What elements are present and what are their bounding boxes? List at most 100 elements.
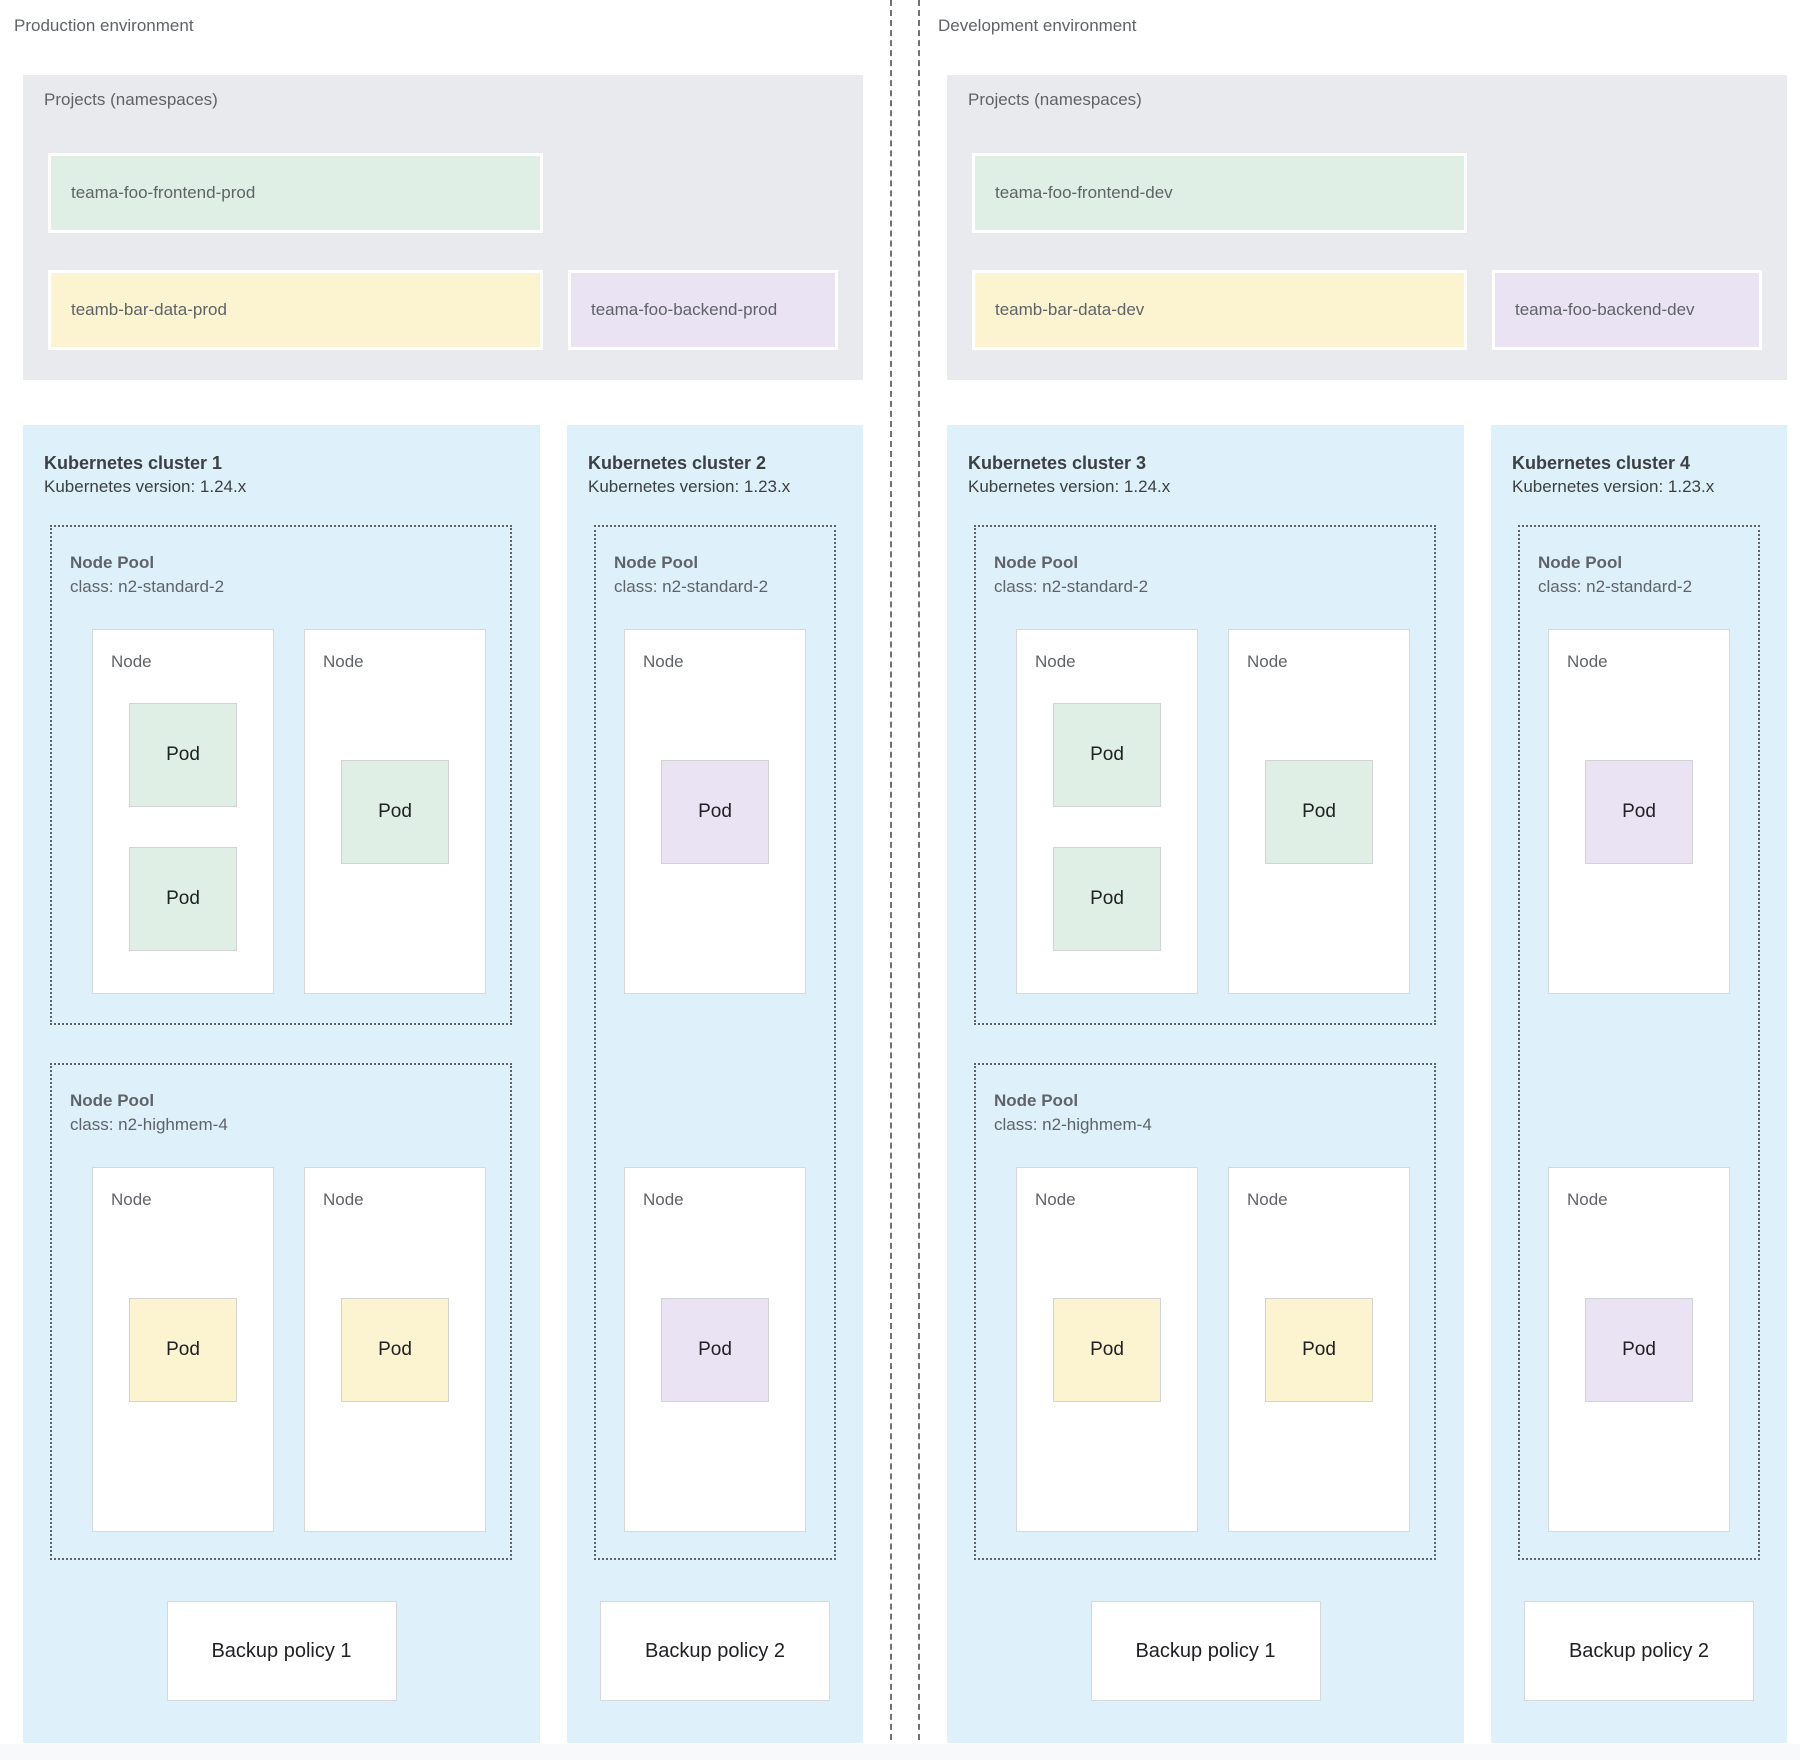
pod-box: Pod xyxy=(1265,759,1373,864)
node-box: Node Pod xyxy=(624,629,806,994)
namespace-box-data-dev: teamb-bar-data-dev xyxy=(972,270,1467,350)
cluster-box-1: Kubernetes cluster 1 Kubernetes version:… xyxy=(23,425,540,1743)
node-pool-title: Node Pool xyxy=(994,1091,1079,1110)
projects-title: Projects (namespaces) xyxy=(44,90,218,109)
pod-label: Pod xyxy=(1090,887,1124,909)
node-box: Node Pod Pod xyxy=(92,629,274,994)
node-pool-class: class: n2-highmem-4 xyxy=(70,1115,228,1134)
node-box: Node Pod xyxy=(1016,1167,1198,1532)
pods-group: Pod Pod xyxy=(1017,630,1197,993)
environment-label: Production environment xyxy=(14,16,194,35)
pod-box: Pod xyxy=(1053,702,1161,807)
cluster-title: Kubernetes cluster 3 xyxy=(968,453,1147,473)
projects-title: Projects (namespaces) xyxy=(968,90,1142,109)
node-label: Node xyxy=(111,652,152,671)
pod-box: Pod xyxy=(129,1297,237,1402)
node-pool-standard: Node Pool class: n2-standard-2 Node Pod … xyxy=(50,525,512,1025)
node-label: Node xyxy=(1247,1190,1288,1209)
node-box: Node Pod xyxy=(1228,1167,1410,1532)
node-pool-header: Node Pool class: n2-standard-2 xyxy=(994,551,1148,599)
node-label: Node xyxy=(111,1190,152,1209)
pod-box: Pod xyxy=(661,759,769,864)
pod-label: Pod xyxy=(166,743,200,765)
node-pool-class: class: n2-standard-2 xyxy=(70,577,225,596)
pod-label: Pod xyxy=(1622,1338,1656,1360)
node-pool-standard: Node Pool class: n2-standard-2 Node Pod … xyxy=(974,525,1436,1025)
cluster-version: Kubernetes version: 1.24.x xyxy=(44,477,247,496)
node-pool-class: class: n2-standard-2 xyxy=(614,577,769,596)
node-pool-class: class: n2-highmem-4 xyxy=(994,1115,1152,1134)
cluster-version: Kubernetes version: 1.23.x xyxy=(588,477,791,496)
production-environment-section: Production environment Projects (namespa… xyxy=(14,0,866,1760)
node-box: Node Pod xyxy=(1548,629,1730,994)
pod-label: Pod xyxy=(698,1338,732,1360)
node-label: Node xyxy=(643,1190,684,1209)
pod-box: Pod xyxy=(341,759,449,864)
page-footer-strip xyxy=(0,1744,1800,1760)
cluster-version: Kubernetes version: 1.23.x xyxy=(1512,477,1715,496)
namespace-box-backend-prod: teama-foo-backend-prod xyxy=(568,270,838,350)
backup-policy-button: Backup policy 2 xyxy=(1524,1601,1754,1701)
node-pool-class: class: n2-standard-2 xyxy=(994,577,1149,596)
pods-group: Pod xyxy=(93,1168,273,1531)
cluster-version: Kubernetes version: 1.24.x xyxy=(968,477,1171,496)
backup-policy-button: Backup policy 1 xyxy=(1090,1601,1321,1701)
pods-group: Pod xyxy=(1549,630,1729,993)
cluster-header: Kubernetes cluster 3 Kubernetes version:… xyxy=(968,451,1170,499)
pod-box: Pod xyxy=(1053,846,1161,951)
pod-box: Pod xyxy=(129,846,237,951)
pod-box: Pod xyxy=(1053,1297,1161,1402)
cluster-box-2: Kubernetes cluster 2 Kubernetes version:… xyxy=(567,425,863,1743)
node-pool-title: Node Pool xyxy=(70,1091,155,1110)
pods-group: Pod xyxy=(1229,630,1409,993)
cluster-header: Kubernetes cluster 1 Kubernetes version:… xyxy=(44,451,246,499)
node-label: Node xyxy=(1247,652,1288,671)
backup-policy-button: Backup policy 2 xyxy=(600,1601,830,1701)
namespace-box-backend-dev: teama-foo-backend-dev xyxy=(1492,270,1762,350)
node-pool-title: Node Pool xyxy=(1538,553,1623,572)
environment-separator-line xyxy=(918,0,920,1760)
node-label: Node xyxy=(1035,652,1076,671)
pod-label: Pod xyxy=(1090,743,1124,765)
node-pool-highmem: Node Pool class: n2-highmem-4 Node Pod N… xyxy=(50,1063,512,1560)
development-environment-section: Development environment Projects (namesp… xyxy=(938,0,1790,1760)
node-box: Node Pod xyxy=(624,1167,806,1532)
node-label: Node xyxy=(1567,1190,1608,1209)
node-box: Node Pod xyxy=(92,1167,274,1532)
namespace-box-frontend-prod: teama-foo-frontend-prod xyxy=(48,153,543,233)
backup-policy-button: Backup policy 1 xyxy=(166,1601,397,1701)
cluster-box-4: Kubernetes cluster 4 Kubernetes version:… xyxy=(1491,425,1787,1743)
node-label: Node xyxy=(323,652,364,671)
node-box: Node Pod xyxy=(1228,629,1410,994)
node-pool-header: Node Pool class: n2-standard-2 xyxy=(1538,551,1692,599)
node-box: Node Pod xyxy=(1548,1167,1730,1532)
cluster-header: Kubernetes cluster 2 Kubernetes version:… xyxy=(588,451,790,499)
cluster-header: Kubernetes cluster 4 Kubernetes version:… xyxy=(1512,451,1714,499)
node-pool-header: Node Pool class: n2-standard-2 xyxy=(70,551,224,599)
pod-box: Pod xyxy=(129,702,237,807)
pods-group: Pod xyxy=(1549,1168,1729,1531)
node-label: Node xyxy=(323,1190,364,1209)
node-pool-standard: Node Pool class: n2-standard-2 Node Pod … xyxy=(1518,525,1760,1560)
pod-label: Pod xyxy=(1622,800,1656,822)
pod-label: Pod xyxy=(698,800,732,822)
pods-group: Pod xyxy=(1229,1168,1409,1531)
node-pool-header: Node Pool class: n2-highmem-4 xyxy=(70,1089,228,1137)
node-box: Node Pod xyxy=(304,629,486,994)
pods-group: Pod xyxy=(625,1168,805,1531)
node-pool-title: Node Pool xyxy=(70,553,155,572)
pods-group: Pod Pod xyxy=(93,630,273,993)
node-pool-header: Node Pool class: n2-highmem-4 xyxy=(994,1089,1152,1137)
namespace-box-frontend-dev: teama-foo-frontend-dev xyxy=(972,153,1467,233)
cluster-box-3: Kubernetes cluster 3 Kubernetes version:… xyxy=(947,425,1464,1743)
pod-label: Pod xyxy=(378,1338,412,1360)
node-pool-title: Node Pool xyxy=(994,553,1079,572)
pods-group: Pod xyxy=(305,630,485,993)
pod-label: Pod xyxy=(378,800,412,822)
node-label: Node xyxy=(1567,652,1608,671)
node-pool-standard: Node Pool class: n2-standard-2 Node Pod … xyxy=(594,525,836,1560)
pod-box: Pod xyxy=(1585,759,1693,864)
node-pool-class: class: n2-standard-2 xyxy=(1538,577,1693,596)
pod-box: Pod xyxy=(661,1297,769,1402)
node-pool-highmem: Node Pool class: n2-highmem-4 Node Pod N… xyxy=(974,1063,1436,1560)
